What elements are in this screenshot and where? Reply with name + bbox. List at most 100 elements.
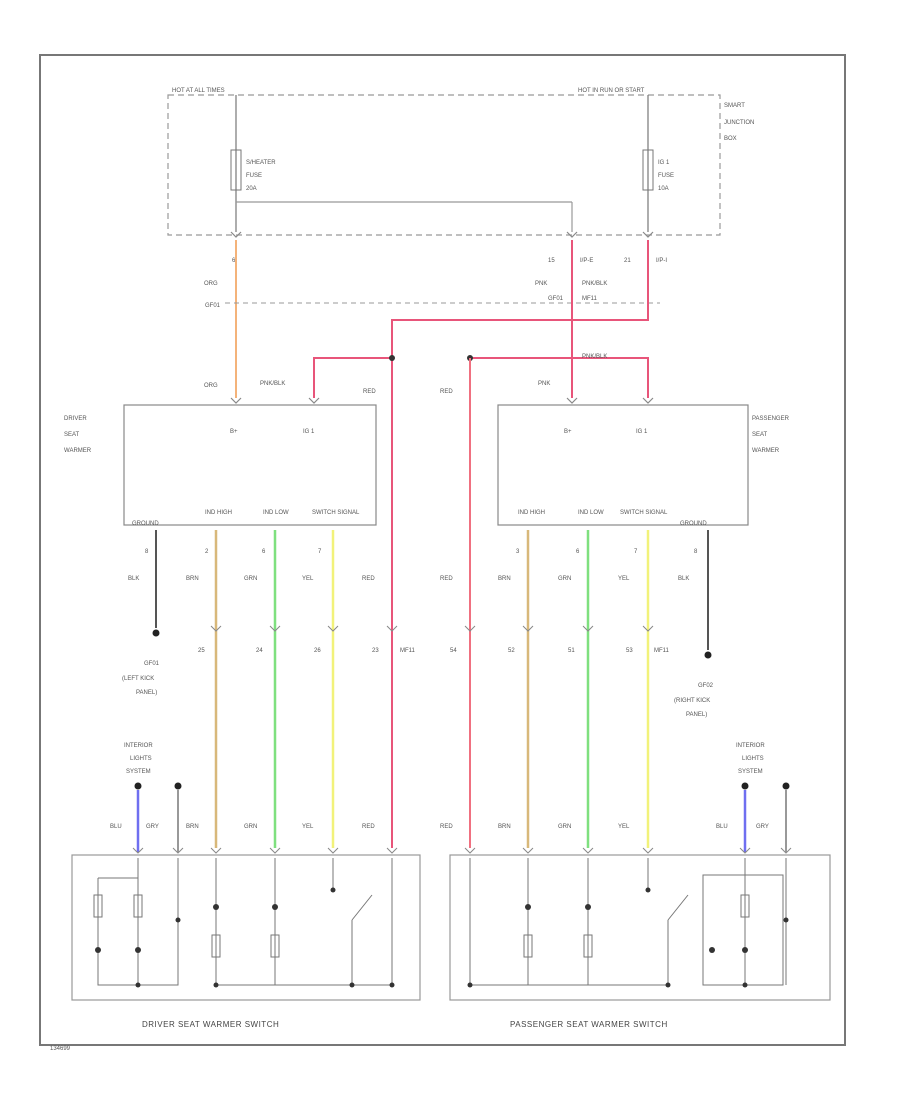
wire-red-b: RED	[440, 389, 453, 395]
wire-brn-l2: BRN	[186, 824, 199, 830]
wire-gry-r: GRY	[756, 824, 769, 830]
driver-pin-switch: 7	[318, 549, 322, 555]
driver-seat-warmer-module	[123, 404, 377, 526]
pass-pin-switch: 7	[634, 549, 638, 555]
ig1-fuse-l3: 10A	[658, 186, 669, 192]
ig1-fuse-l1: IG 1	[658, 160, 670, 166]
wire-red-f: RED	[440, 824, 453, 830]
ground-left-id: GF01	[144, 661, 160, 667]
wire-brn-r: BRN	[498, 576, 511, 582]
driver-ind-high: IND HIGH	[205, 510, 232, 516]
ground-left-loc2: PANEL)	[136, 690, 157, 696]
wire-red-c: RED	[362, 576, 375, 582]
wire-grn-r2: GRN	[558, 824, 571, 830]
int-right-l1: INTERIOR	[736, 743, 765, 749]
heater-fuse-l3: 20A	[246, 186, 257, 192]
driver-name-2: SEAT	[64, 432, 80, 438]
jb-name-2: JUNCTION	[724, 120, 754, 126]
wire-brn-l: BRN	[186, 576, 199, 582]
driver-ind-low: IND LOW	[263, 510, 289, 516]
pin-51: 51	[568, 648, 575, 654]
int-right-l2: LIGHTS	[742, 756, 764, 762]
pass-ig1: IG 1	[636, 429, 648, 435]
wire-blk-r: BLK	[678, 576, 689, 582]
heater-fuse-l1: S/HEATER	[246, 160, 276, 166]
ground-left-loc1: (LEFT KICK	[122, 676, 154, 682]
driver-ig1: IG 1	[303, 429, 315, 435]
driver-switch-title: DRIVER SEAT WARMER SWITCH	[142, 1020, 279, 1029]
passenger-switch-title: PASSENGER SEAT WARMER SWITCH	[510, 1020, 668, 1029]
figure-id: 134699	[50, 1046, 71, 1052]
pin-25: 25	[198, 648, 205, 654]
pin-24: 24	[256, 648, 263, 654]
junction-box-outline	[167, 94, 721, 236]
outer-frame	[39, 54, 846, 1046]
pin-53-conn: MF11	[654, 648, 670, 654]
wire-grn-l: GRN	[244, 576, 257, 582]
jb-hot-run-start: HOT IN RUN OR START	[578, 88, 645, 94]
int-right-l3: SYSTEM	[738, 769, 763, 775]
driver-pin-ground: 8	[145, 549, 149, 555]
jb-pin-mid: 15	[548, 258, 555, 264]
wire-pnk-label: PNK	[535, 281, 547, 287]
wire-pnk-c: PNK	[538, 381, 550, 387]
driver-switch-box	[71, 854, 421, 1001]
wire-yel-r2: YEL	[618, 824, 630, 830]
pass-switch-signal: SWITCH SIGNAL	[620, 510, 668, 516]
wire-pnk-ig	[391, 240, 649, 848]
wire-pnk-blk-c: PNK/BLK	[582, 354, 607, 360]
driver-ground: GROUND	[132, 521, 159, 527]
driver-pin-high: 2	[205, 549, 209, 555]
pass-pin-high: 3	[516, 549, 520, 555]
int-left-l3: SYSTEM	[126, 769, 151, 775]
wire-yel-r: YEL	[618, 576, 630, 582]
gf-conn-label: GF01	[205, 303, 221, 309]
wire-red-e: RED	[362, 824, 375, 830]
int-left-l2: LIGHTS	[130, 756, 152, 762]
driver-switch-signal: SWITCH SIGNAL	[312, 510, 360, 516]
ig1-fuse	[642, 149, 654, 191]
heater-fuse	[230, 149, 242, 191]
ground-right-id: GF02	[698, 683, 714, 689]
int-left-l1: INTERIOR	[124, 743, 153, 749]
wire-blk-l: BLK	[128, 576, 139, 582]
pin-52: 52	[508, 648, 515, 654]
heater-fuse-l2: FUSE	[246, 173, 262, 179]
pass-ind-low: IND LOW	[578, 510, 604, 516]
ground-gf02-dot	[704, 651, 712, 659]
jb-hot-all-times: HOT AT ALL TIMES	[172, 88, 225, 94]
pin-53: 53	[626, 648, 633, 654]
wire-yel-l2: YEL	[302, 824, 314, 830]
wire-red-a: RED	[363, 389, 376, 395]
ground-right-loc1: (RIGHT KICK	[674, 698, 710, 704]
jb-conn-right: I/P-I	[656, 258, 667, 264]
jb-pin-left: 6	[232, 258, 236, 264]
driver-bplus: B+	[230, 429, 238, 435]
pass-name-1: PASSENGER	[752, 416, 790, 422]
driver-pin-low: 6	[262, 549, 266, 555]
wire-grn-r: GRN	[558, 576, 571, 582]
pin-54: 54	[450, 648, 457, 654]
ground-right-loc2: PANEL)	[686, 712, 707, 718]
jb-conn-mid: I/P-E	[580, 258, 593, 264]
pass-pin-low: 6	[576, 549, 580, 555]
jb-pin-right: 21	[624, 258, 631, 264]
wire-grn-l2: GRN	[244, 824, 257, 830]
pin-23: 23	[372, 648, 379, 654]
wire-blu-l: BLU	[110, 824, 122, 830]
pass-name-3: WARMER	[752, 448, 780, 454]
mf-conn-label-2: MF11	[582, 296, 598, 302]
pass-pin-ground: 8	[694, 549, 698, 555]
pass-ground: GROUND	[680, 521, 707, 527]
driver-name-1: DRIVER	[64, 416, 87, 422]
passenger-seat-warmer-module	[497, 404, 749, 526]
wire-yel-l: YEL	[302, 576, 314, 582]
driver-name-3: WARMER	[64, 448, 92, 454]
splice-dot	[389, 355, 395, 361]
jb-name-3: BOX	[724, 136, 737, 142]
wire-org-a-label: ORG	[204, 281, 218, 287]
wire-blu-r: BLU	[716, 824, 728, 830]
pin-23-conn: MF11	[400, 648, 416, 654]
